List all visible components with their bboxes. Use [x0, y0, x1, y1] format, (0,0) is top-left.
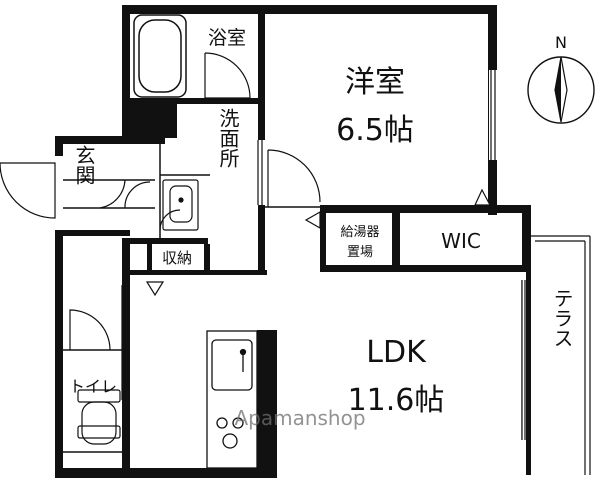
- label-terrace: テラス: [550, 288, 574, 348]
- label-ldk-size: 11.6帖: [348, 383, 445, 418]
- label-wic: WIC: [441, 229, 481, 253]
- thin-partitions: [63, 144, 320, 453]
- label-bath: 浴室: [208, 27, 246, 49]
- window-lines: [257, 70, 526, 440]
- label-water-heater-line2: 置場: [347, 245, 373, 260]
- label-western-room-size: 6.5帖: [336, 113, 414, 148]
- label-ldk-name: LDK: [366, 335, 427, 370]
- label-storage: 収納: [162, 249, 192, 267]
- doors: [0, 52, 321, 351]
- label-western-room-name: 洋室: [345, 65, 405, 100]
- compass: N: [527, 33, 595, 124]
- bathtub: [133, 14, 187, 98]
- label-water-heater-line1: 給湯器: [340, 225, 379, 240]
- label-washroom: 洗面所: [216, 108, 240, 168]
- watermark-apamanshop: Apamanshop: [234, 406, 365, 430]
- label-toilet: トイレ: [69, 377, 117, 396]
- window-openings: [256, 70, 526, 440]
- toilet: [77, 389, 121, 445]
- compass-north-label: N: [555, 33, 567, 52]
- markers: [145, 188, 491, 297]
- washbasin: [162, 179, 199, 231]
- terrace-outline: [531, 235, 591, 475]
- kitchen-counter: [206, 330, 258, 469]
- label-entrance: 玄関: [72, 145, 96, 185]
